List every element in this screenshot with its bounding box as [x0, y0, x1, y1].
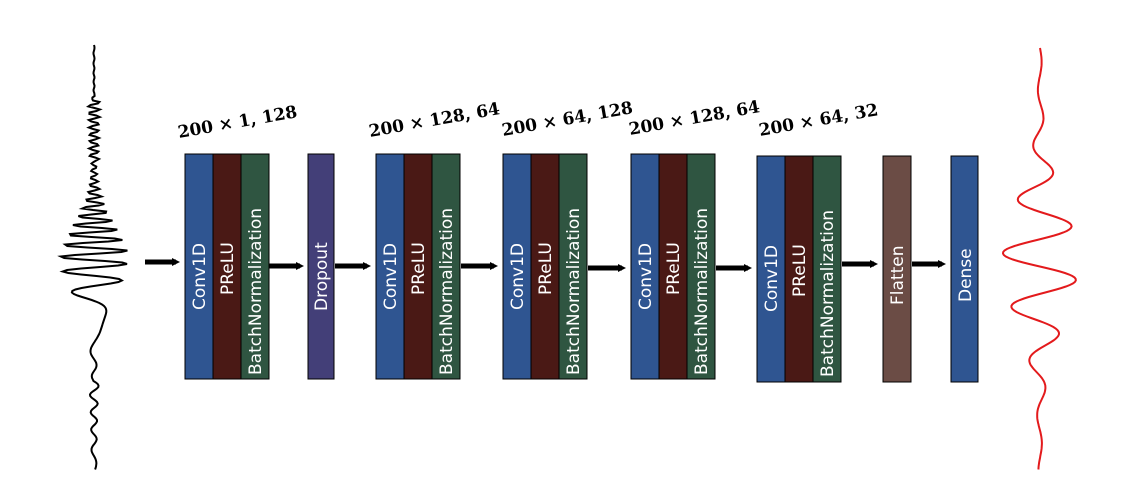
batchnorm-layer-3 [558, 153, 588, 380]
conv-block-5: Conv1D PReLU BatchNormalization 200 × 64… [756, 100, 880, 383]
prelu-layer-3 [530, 153, 560, 380]
dropout-layer [307, 153, 335, 380]
batchnorm-label-5: BatchNormalization [818, 210, 838, 377]
conv-block-4: Conv1D PReLU BatchNormalization 200 × 12… [627, 97, 762, 380]
prelu-label-2: PReLU [409, 242, 429, 295]
prelu-layer-4 [658, 153, 688, 380]
conv1d-layer-3 [502, 153, 532, 380]
conv1d-layer-2 [375, 153, 405, 380]
batchnorm-layer-1 [240, 153, 270, 380]
conv-block-3: Conv1D PReLU BatchNormalization 200 × 64… [500, 98, 634, 380]
input-waveform [57, 44, 128, 470]
prelu-label-3: PReLU [536, 242, 556, 295]
prelu-layer-1 [212, 153, 242, 380]
dims-label-4: 200 × 128, 64 [627, 97, 761, 140]
conv1d-label-4: Conv1D [636, 243, 656, 310]
conv1d-label-2: Conv1D [381, 243, 401, 310]
batchnorm-label-4: BatchNormalization [692, 208, 712, 375]
flatten-label: Flatten [888, 246, 908, 305]
conv1d-label-5: Conv1D [762, 245, 782, 312]
dims-label-2: 200 × 128, 64 [367, 99, 501, 142]
conv1d-layer-1 [184, 153, 214, 380]
conv-block-2: Conv1D PReLU BatchNormalization 200 × 12… [367, 99, 502, 380]
batchnorm-layer-4 [686, 153, 716, 380]
batchnorm-label-3: BatchNormalization [564, 208, 584, 375]
prelu-layer-2 [403, 153, 433, 380]
prelu-label-1: PReLU [218, 242, 238, 295]
prelu-label-4: PReLU [664, 242, 684, 295]
dims-label-5: 200 × 64, 32 [757, 100, 879, 141]
dims-label-3: 200 × 64, 128 [500, 98, 634, 141]
conv1d-label-3: Conv1D [508, 243, 528, 310]
batchnorm-layer-2 [431, 153, 461, 380]
prelu-label-5: PReLU [790, 244, 810, 297]
conv-block-1: Conv1D PReLU BatchNormalization 200 × 1,… [176, 102, 299, 380]
batchnorm-label-2: BatchNormalization [437, 208, 457, 375]
dense-label: Dense [956, 248, 976, 302]
output-waveform [1001, 47, 1077, 470]
batchnorm-label-1: BatchNormalization [246, 208, 266, 375]
conv1d-label-1: Conv1D [190, 243, 210, 310]
flatten-layer [882, 155, 912, 383]
conv1d-layer-5 [756, 155, 786, 383]
batchnorm-layer-5 [812, 155, 842, 383]
dims-label-1: 200 × 1, 128 [176, 102, 298, 143]
dropout-label: Dropout [312, 242, 332, 311]
dense-layer [950, 155, 979, 383]
